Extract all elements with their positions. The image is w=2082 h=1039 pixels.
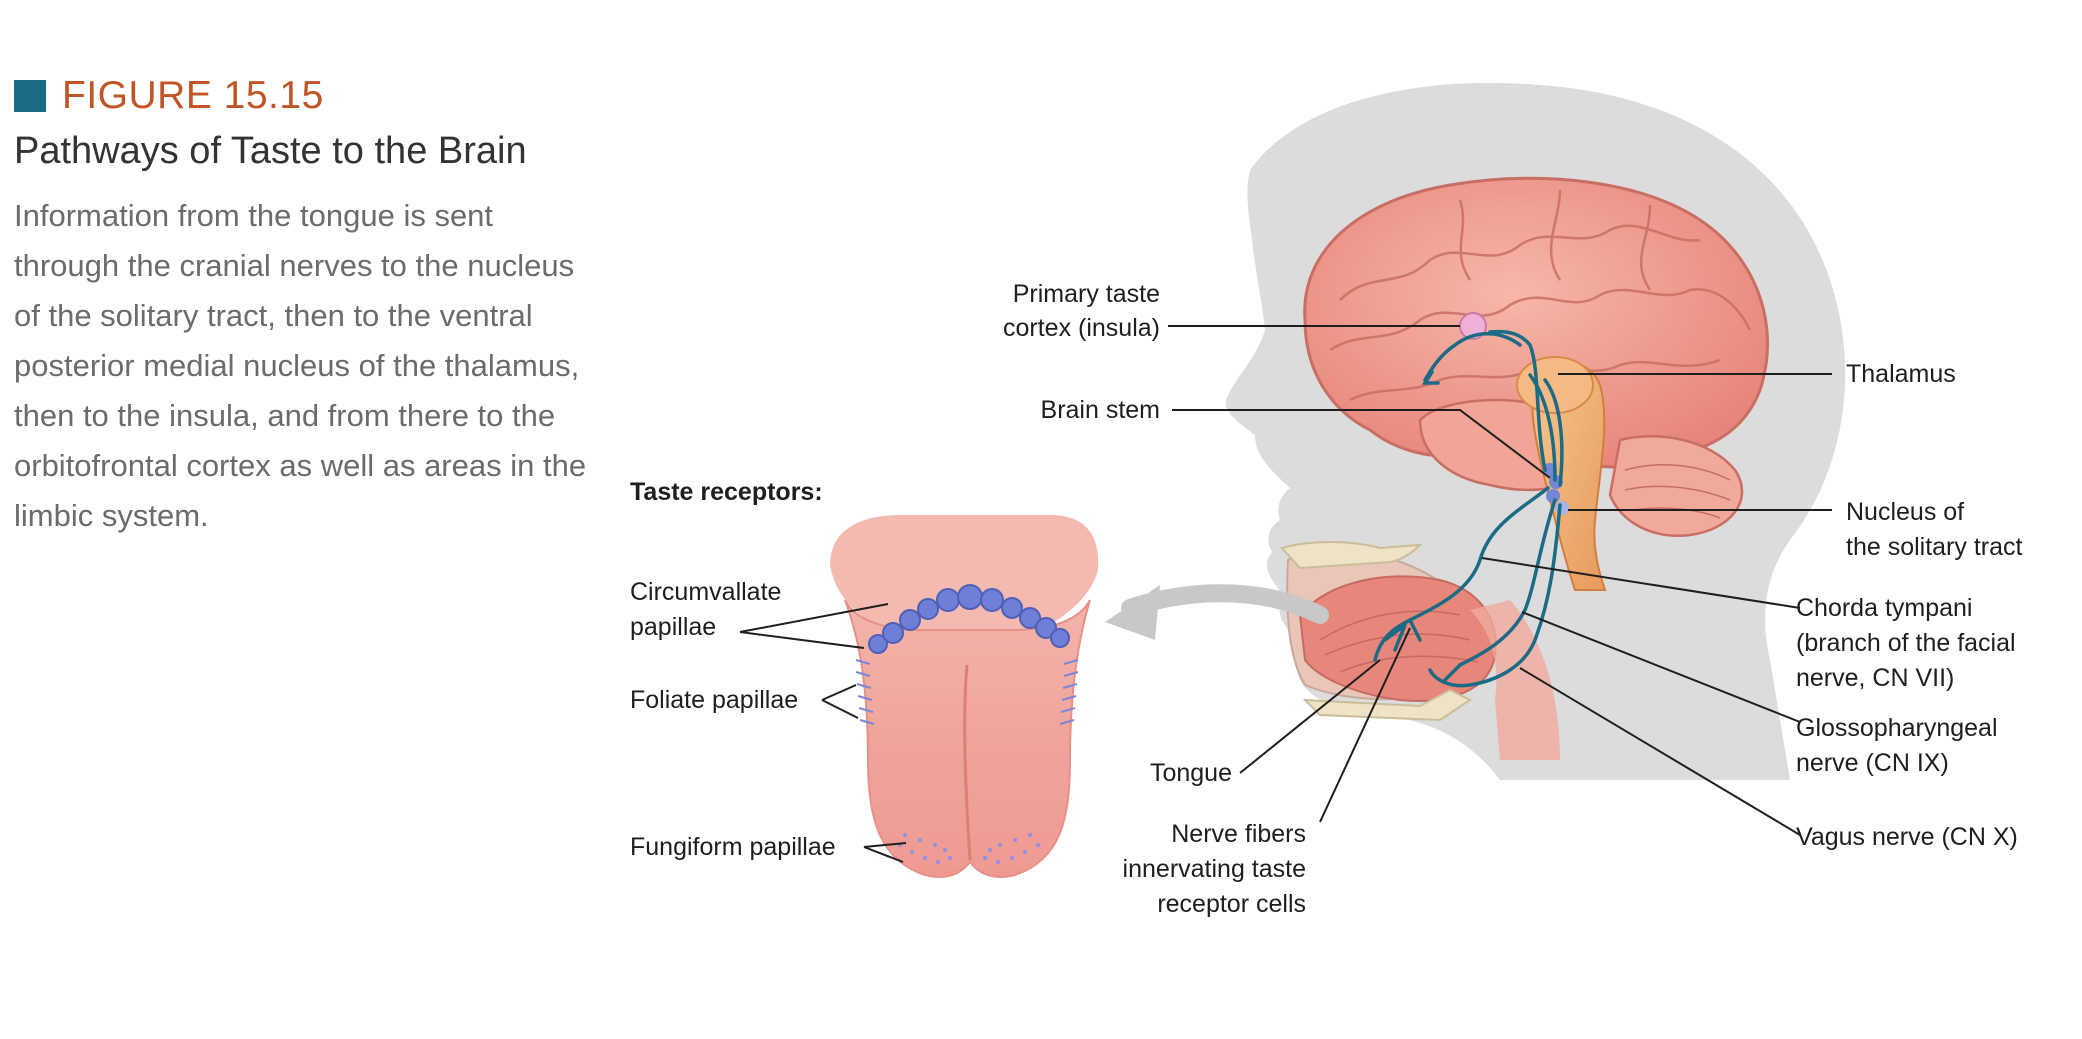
taste-nerve-pathways: [1373, 329, 1564, 688]
label-vagus: Vagus nerve (CN X): [1796, 823, 2018, 851]
jaw-bone: [1302, 688, 1472, 722]
label-thalamus: Thalamus: [1846, 360, 1956, 388]
label-foliate: Foliate papillae: [630, 686, 798, 714]
insula-projection: [1423, 332, 1522, 382]
chorda-tympani-nerve: [1373, 486, 1550, 662]
leader-chorda: [1481, 557, 1801, 609]
cerebrum: [1303, 176, 1769, 469]
leader-brain-stem: [1172, 409, 1551, 479]
thalamus-to-insula: [1488, 329, 1547, 472]
label-chorda-line3: nerve, CN VII): [1796, 664, 1954, 692]
throat: [1470, 600, 1560, 760]
palate: [1280, 541, 1423, 570]
tongue-sideview-fibers: [1319, 610, 1479, 673]
leader-fungiform: [863, 842, 907, 863]
figure-title: Pathways of Taste to the Brain: [14, 130, 527, 172]
label-nucleus-line2: the solitary tract: [1846, 533, 2023, 561]
leader-tongue: [1239, 659, 1381, 774]
label-fibers-line1: Nerve fibers: [1171, 820, 1306, 848]
taste-receptors-heading: Taste receptors:: [630, 478, 823, 506]
label-insula-line1: Primary taste: [1013, 280, 1160, 308]
thalamic-fibers: [1528, 373, 1564, 487]
label-glosso-line2: nerve (CN IX): [1796, 749, 1949, 777]
tongue-topview-back: [830, 515, 1099, 630]
leader-nerve-fibers: [1319, 627, 1411, 823]
foliate-papillae-right: [1059, 659, 1079, 725]
label-fungiform: Fungiform papillae: [630, 833, 836, 861]
leader-foliate: [821, 684, 859, 719]
label-fibers-line2: innervating taste: [1123, 855, 1306, 883]
tongue-labels: Taste receptors: Circumvallate papillae …: [630, 478, 836, 861]
tongue-topview-illustration: [830, 515, 1099, 878]
vagus-nerve: [1428, 503, 1562, 688]
fungiform-papillae: [898, 833, 1040, 864]
leader-circumvallate: [739, 603, 889, 649]
figure-caption: FIGURE 15.15 Pathways of Taste to the Br…: [14, 70, 614, 541]
label-brain-stem: Brain stem: [1041, 396, 1160, 424]
tongue-branch-fibers: [1383, 618, 1462, 682]
leader-lines: [739, 325, 1832, 863]
glossopharyngeal-nerve: [1458, 498, 1557, 667]
figure-number-row: FIGURE 15.15: [14, 70, 614, 122]
label-circumvallate-line2: papillae: [630, 613, 716, 641]
figure-number: FIGURE 15.15: [62, 74, 324, 117]
head-labels: Primary taste cortex (insula) Brain stem…: [1003, 280, 2023, 918]
label-chorda-line2: (branch of the facial: [1796, 629, 2016, 657]
figure-description: Information from the tongue is sent thro…: [14, 198, 587, 533]
label-glosso-line1: Glossopharyngeal: [1796, 714, 1998, 742]
zoom-arrow-head: [1105, 585, 1160, 640]
label-insula-line2: cortex (insula): [1003, 314, 1160, 342]
leader-glosso: [1521, 611, 1801, 723]
foliate-papillae-left: [855, 659, 875, 725]
label-nucleus-line1: Nucleus of: [1846, 498, 1964, 526]
tongue-median-groove: [963, 664, 972, 861]
leader-vagus: [1519, 667, 1801, 836]
nerve-arrow-head: [1421, 370, 1440, 385]
figure-marker-square: [14, 80, 46, 112]
label-tongue: Tongue: [1150, 759, 1232, 787]
label-circumvallate-line1: Circumvallate: [630, 578, 781, 606]
label-fibers-line3: receptor cells: [1157, 890, 1306, 918]
circumvallate-papillae-row: [868, 584, 1070, 654]
label-chorda-line1: Chorda tympani: [1796, 594, 1972, 622]
